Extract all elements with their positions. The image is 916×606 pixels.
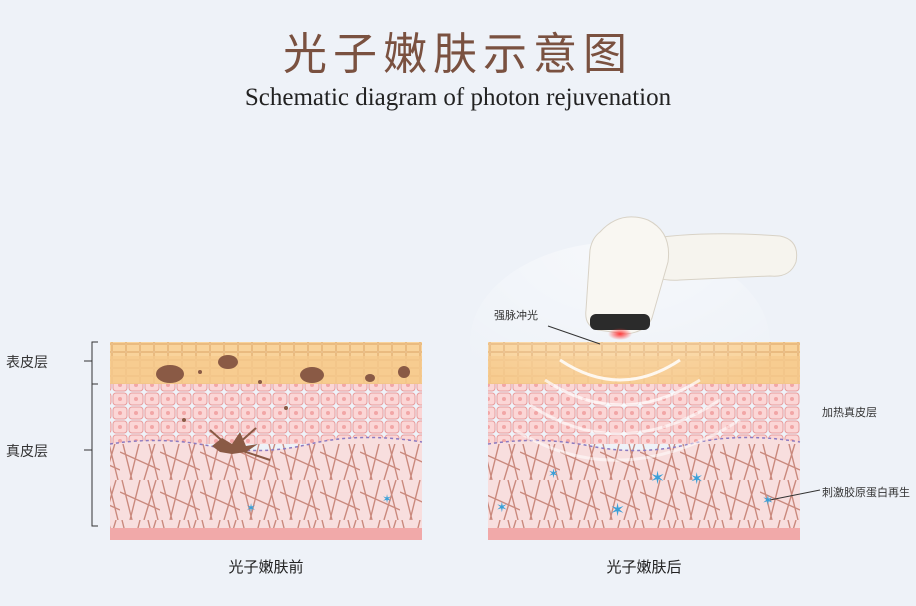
pigment-spot xyxy=(300,367,324,383)
light-wave xyxy=(514,418,741,462)
red-light xyxy=(608,328,632,340)
star-icon: ✶ xyxy=(548,467,559,482)
star-icon: ✶ xyxy=(382,492,392,506)
damaged-collagen xyxy=(212,432,258,454)
star-icon: ✶ xyxy=(496,500,508,516)
star-icon: ✶ xyxy=(610,500,625,521)
pigment-spot xyxy=(156,365,184,383)
ipl-device xyxy=(547,216,798,345)
pigment-spot xyxy=(398,366,410,378)
ipl-pointer xyxy=(547,325,601,345)
star-icon: ✶ xyxy=(650,468,665,489)
light-wave xyxy=(544,378,701,407)
star-icon: ✶ xyxy=(762,493,774,509)
star-icon: ✶ xyxy=(690,469,703,488)
pigment-spot xyxy=(218,355,238,369)
light-wave xyxy=(559,358,681,382)
heat-dermis-label: 加热真皮层 xyxy=(822,406,877,419)
skin-after: ✶ ✶ ✶ ✶ ✶ ✶ xyxy=(470,242,821,540)
collagen-pointer xyxy=(769,489,821,501)
heat-glow xyxy=(470,242,770,442)
light-wave xyxy=(529,398,721,436)
collagen-label: 刺激胶原蛋白再生 xyxy=(822,486,910,499)
caption-after: 光子嫩肤后 xyxy=(606,558,682,576)
title-english: Schematic diagram of photon rejuvenation xyxy=(244,84,672,111)
ipl-label: 强脉冲光 xyxy=(494,309,538,322)
epidermis-label: 表皮层 xyxy=(6,355,48,371)
title-chinese: 光子嫩肤示意图 xyxy=(283,29,633,80)
device-head xyxy=(590,314,650,330)
dermis-label: 真皮层 xyxy=(6,444,48,460)
pigment-spot xyxy=(365,374,375,382)
caption-before: 光子嫩肤前 xyxy=(228,558,304,576)
layer-bracket xyxy=(91,341,98,527)
skin-before: ✶ ✶ xyxy=(84,341,423,540)
star-icon: ✶ xyxy=(246,501,256,515)
